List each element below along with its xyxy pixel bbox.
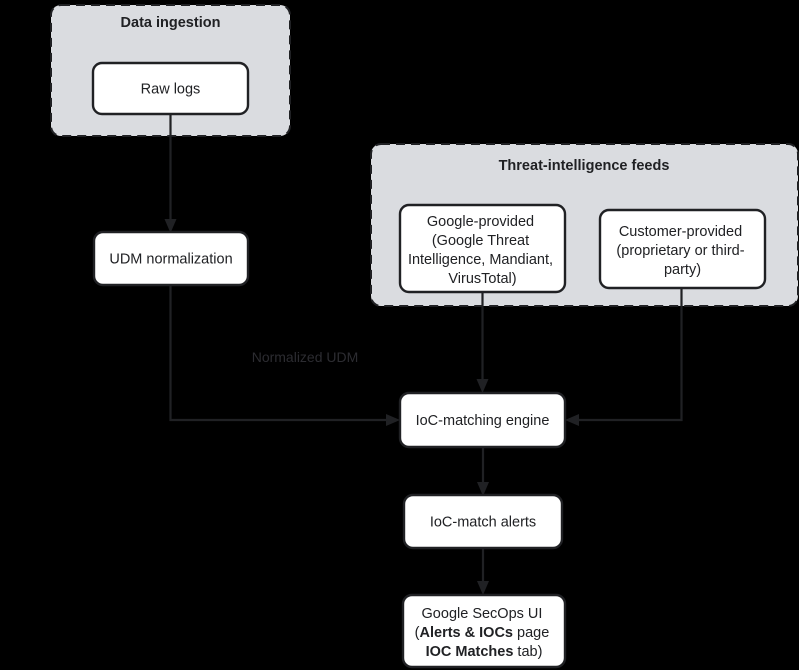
node-raw-logs[interactable]: Raw logs: [91, 61, 250, 116]
edge-customer-feed-to-engine: [565, 288, 683, 426]
node-google-provided[interactable]: Google-provided (Google Threat Intellige…: [398, 203, 567, 294]
node-ioc-matching-engine-box[interactable]: [398, 391, 567, 449]
node-ioc-matching-engine-label: IoC-matching engine: [416, 413, 550, 429]
node-customer-provided-label: Customer-provided (proprietary or third-…: [616, 224, 748, 278]
edge-engine-to-alerts: [477, 447, 489, 496]
node-ioc-match-alerts-label: IoC-match alerts: [430, 515, 536, 531]
node-udm-normalization-box[interactable]: [92, 230, 250, 287]
node-ioc-match-alerts[interactable]: IoC-match alerts: [402, 493, 564, 550]
node-customer-provided[interactable]: Customer-provided (proprietary or third-…: [598, 208, 767, 290]
node-google-secops-ui[interactable]: Google SecOps UI (Alerts & IOCs page IOC…: [401, 593, 567, 669]
edge-label-normalized-udm: Normalized UDM: [252, 349, 359, 365]
edge-udm-to-engine: Normalized UDM: [169, 285, 400, 426]
group-threat-intelligence-feeds-title: Threat-intelligence feeds: [499, 158, 670, 174]
node-google-secops-ui-box[interactable]: [401, 593, 567, 669]
node-google-provided-label: Google-provided (Google Threat Intellige…: [408, 214, 557, 287]
edge-alerts-to-ui: [477, 548, 489, 595]
node-ioc-match-alerts-box[interactable]: [402, 493, 564, 550]
node-raw-logs-box[interactable]: [91, 61, 250, 116]
node-google-secops-ui-label: Google SecOps UI (Alerts & IOCs page IOC…: [415, 606, 554, 660]
group-data-ingestion-title: Data ingestion: [121, 15, 221, 31]
node-google-provided-box[interactable]: [398, 203, 567, 294]
node-raw-logs-label: Raw logs: [141, 82, 201, 98]
node-customer-provided-box[interactable]: [598, 208, 767, 290]
edge-google-feed-to-engine: [476, 292, 489, 393]
node-udm-normalization-label: UDM normalization: [109, 252, 232, 268]
node-udm-normalization[interactable]: UDM normalization: [92, 230, 250, 287]
node-ioc-matching-engine[interactable]: IoC-matching engine: [398, 391, 567, 449]
edge-raw-logs-to-udm: [164, 113, 177, 233]
